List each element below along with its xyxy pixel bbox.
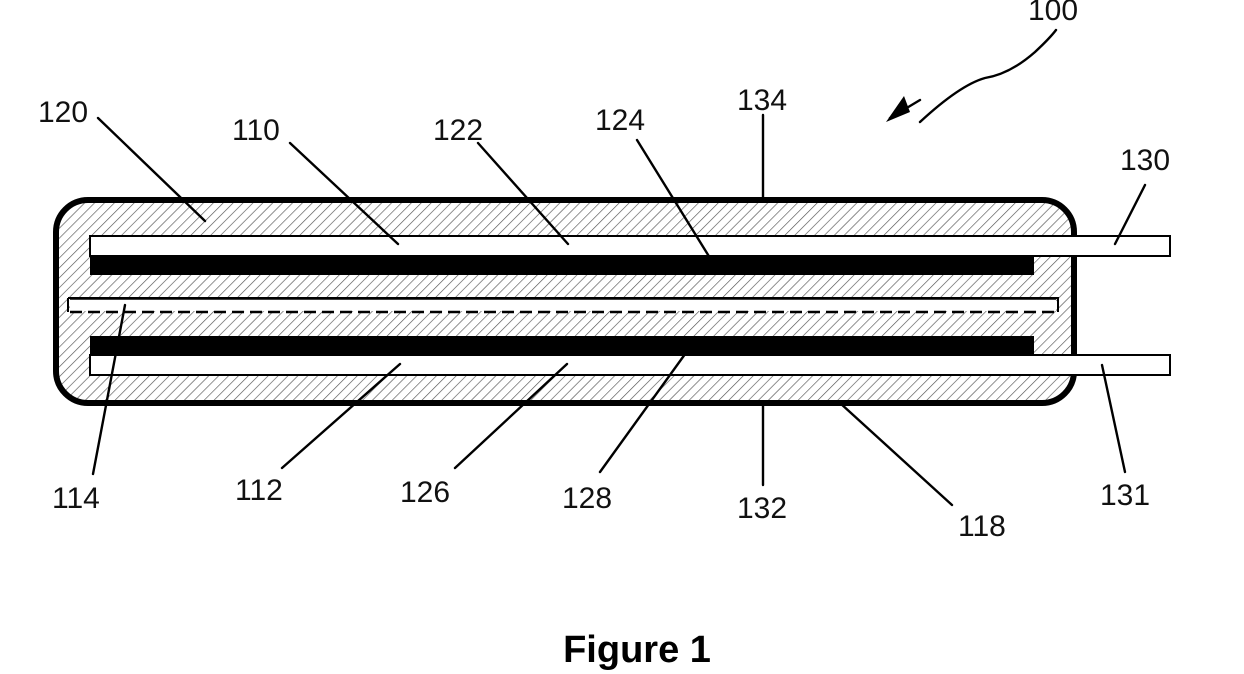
label-130: 130 [1120, 144, 1170, 177]
bottom-terminal-strip [90, 355, 1170, 375]
label-122: 122 [433, 114, 483, 147]
figure-caption: Figure 1 [563, 629, 711, 671]
label-112: 112 [235, 474, 283, 507]
label-131: 131 [1100, 479, 1150, 512]
label-110: 110 [232, 114, 280, 147]
label-124: 124 [595, 104, 645, 137]
label-120: 120 [38, 96, 88, 129]
top-electrode-layer [90, 256, 1034, 275]
separator-band [70, 299, 1056, 311]
label-132: 132 [737, 492, 787, 525]
label-126: 126 [400, 476, 450, 509]
label-100: 100 [1028, 0, 1078, 27]
label-134: 134 [737, 84, 787, 117]
top-terminal-strip [90, 236, 1170, 256]
label-118: 118 [958, 510, 1006, 543]
bottom-electrode-layer [90, 336, 1034, 355]
label-114: 114 [52, 482, 100, 515]
label-128: 128 [562, 482, 612, 515]
